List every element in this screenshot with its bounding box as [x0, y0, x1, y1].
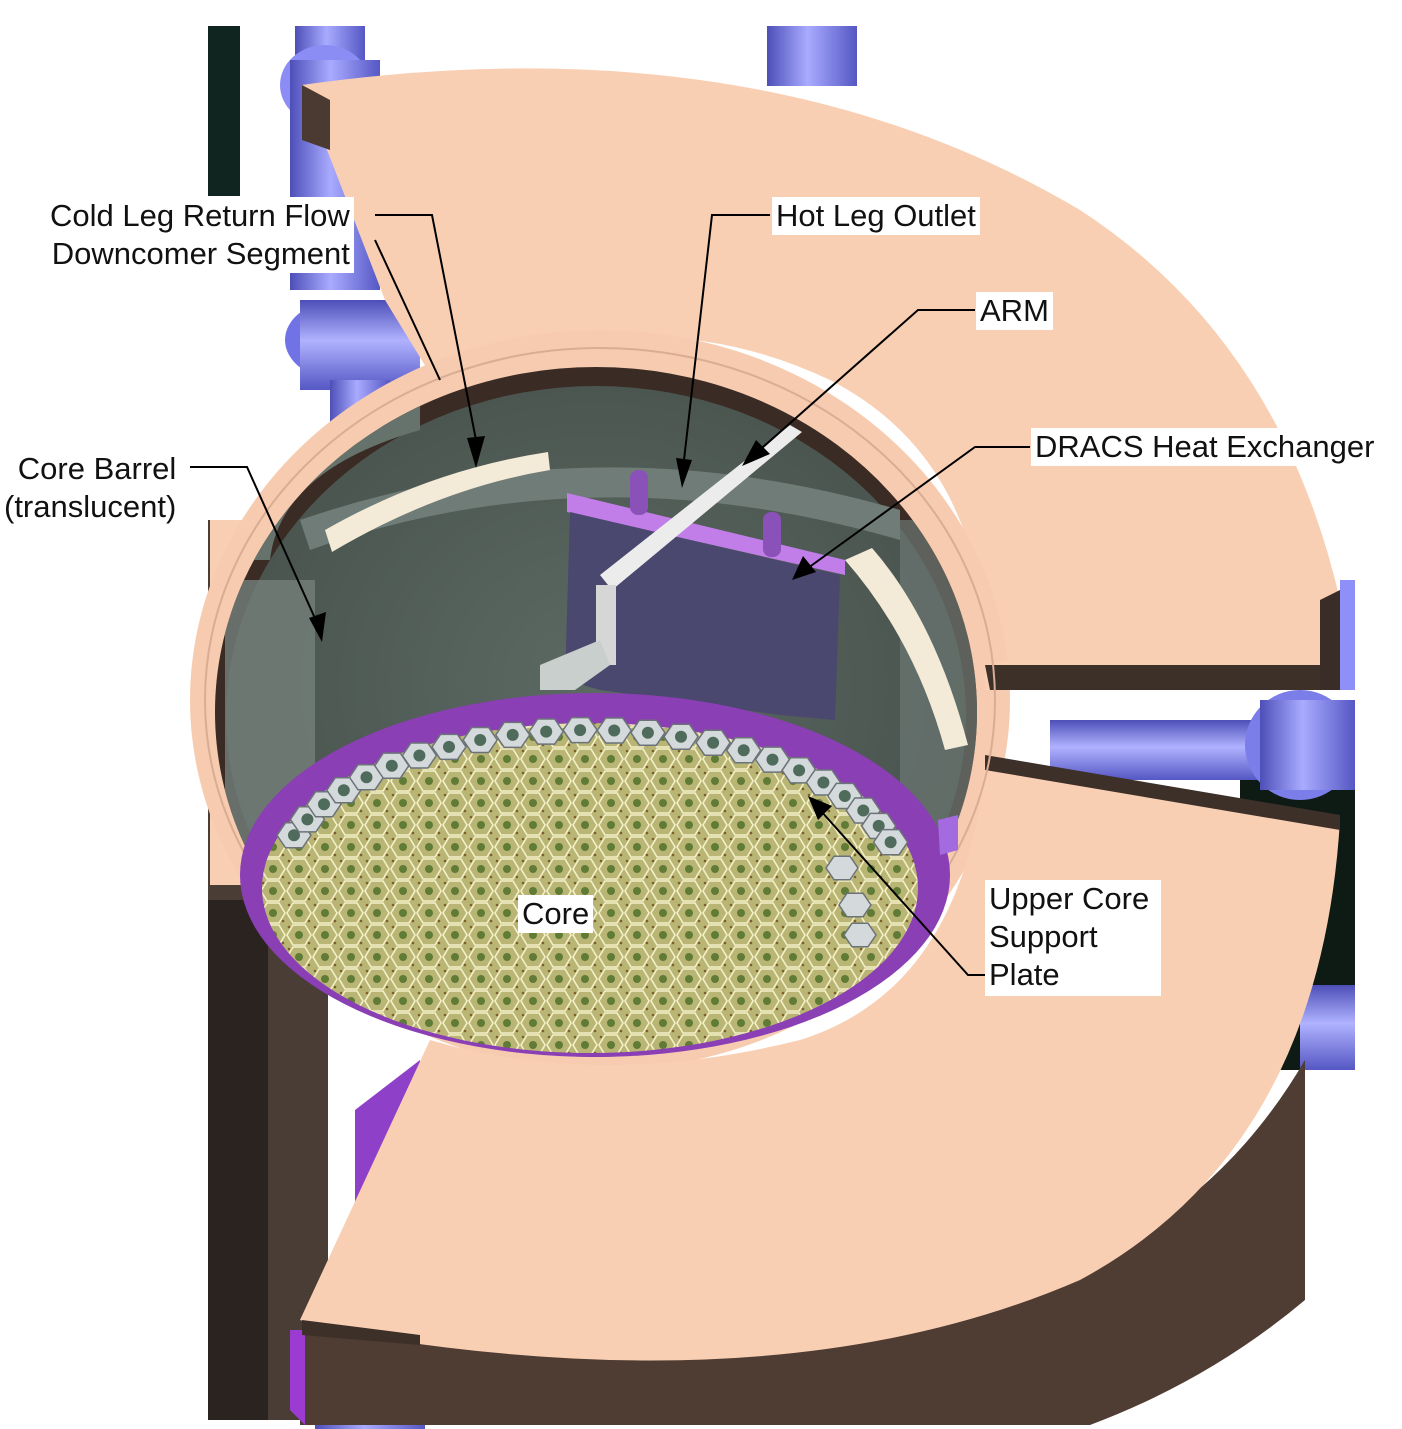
hex-assembly [825, 855, 859, 881]
arm-leader-line [761, 309, 975, 449]
support-plate-label-line-2: Support [989, 919, 1098, 954]
core-barrel-label-line-1: Core Barrel [17, 451, 177, 486]
hex-assembly [838, 892, 872, 918]
hot-leg-leader-line [683, 214, 770, 461]
hex-assembly-center [707, 736, 720, 749]
hex-assembly-center [857, 804, 870, 817]
cold-leg-arrowhead [467, 436, 485, 468]
hex-assembly-center [301, 813, 314, 826]
upper-core-support-plate-label: Upper Core Support Plate [985, 880, 1162, 996]
hex-assembly-center [641, 726, 654, 739]
downcomer-segment-left [325, 452, 550, 552]
cold-leg-label-line-1: Cold Leg Return Flow [50, 198, 350, 233]
hex-assembly-center [838, 790, 851, 802]
hex-assembly-center [793, 764, 806, 777]
cold-leg-label-line-2: Downcomer Segment [51, 236, 350, 271]
dracs-arrowhead [792, 556, 816, 580]
hot-leg-arrowhead [676, 458, 692, 488]
downcomer-segment-right [845, 548, 968, 750]
hex-assembly-center [675, 730, 687, 743]
peripheral-hex-assemblies [276, 716, 909, 948]
hex-assembly-center [385, 759, 398, 772]
hex-assembly-center [474, 734, 487, 746]
support-plate-arrowhead [808, 796, 832, 820]
leader-lines [190, 214, 1030, 976]
hex-assembly-center [540, 725, 553, 738]
dracs-leader-line [807, 446, 1030, 569]
dracs-heat-exchanger-label: DRACS Heat Exchanger [1031, 428, 1379, 466]
hex-assembly-center [608, 724, 621, 737]
hot-leg-outlet-label: Hot Leg Outlet [772, 197, 980, 235]
hex-assembly-center [737, 744, 750, 757]
hex-assembly-center [337, 784, 350, 797]
arm-label: ARM [976, 292, 1053, 330]
core-barrel-leader-line [190, 466, 319, 626]
cold-leg-leader-line-2 [374, 239, 441, 381]
cold-leg-return-flow-label: Cold Leg Return Flow Downcomer Segment [46, 197, 354, 273]
hex-assembly-center [288, 829, 300, 842]
hex-assembly-center [318, 798, 330, 811]
core-label: Core [518, 895, 594, 933]
hex-assembly-center [574, 724, 587, 737]
core-barrel-arrowhead [309, 612, 326, 642]
arm-structure [600, 425, 802, 590]
support-plate-label-line-3: Plate [989, 957, 1060, 992]
support-plate-label-line-1: Upper Core [989, 881, 1150, 916]
hex-assembly-center [817, 776, 830, 789]
arm-arrowhead [742, 440, 770, 466]
hex-assembly-center [506, 728, 519, 741]
cold-leg-leader-line [375, 214, 477, 441]
hex-assembly-center [443, 740, 455, 753]
hex-assembly-center [360, 771, 373, 784]
core-barrel-label-line-2: (translucent) [4, 489, 177, 524]
hex-assembly [843, 922, 877, 948]
core-barrel-label: Core Barrel (translucent) [0, 450, 181, 526]
hex-assembly-center [884, 836, 897, 849]
hex-assembly-center [766, 753, 779, 766]
arrowheads [309, 436, 832, 820]
support-plate-leader-line [819, 809, 985, 976]
hex-assembly-center [413, 749, 426, 762]
